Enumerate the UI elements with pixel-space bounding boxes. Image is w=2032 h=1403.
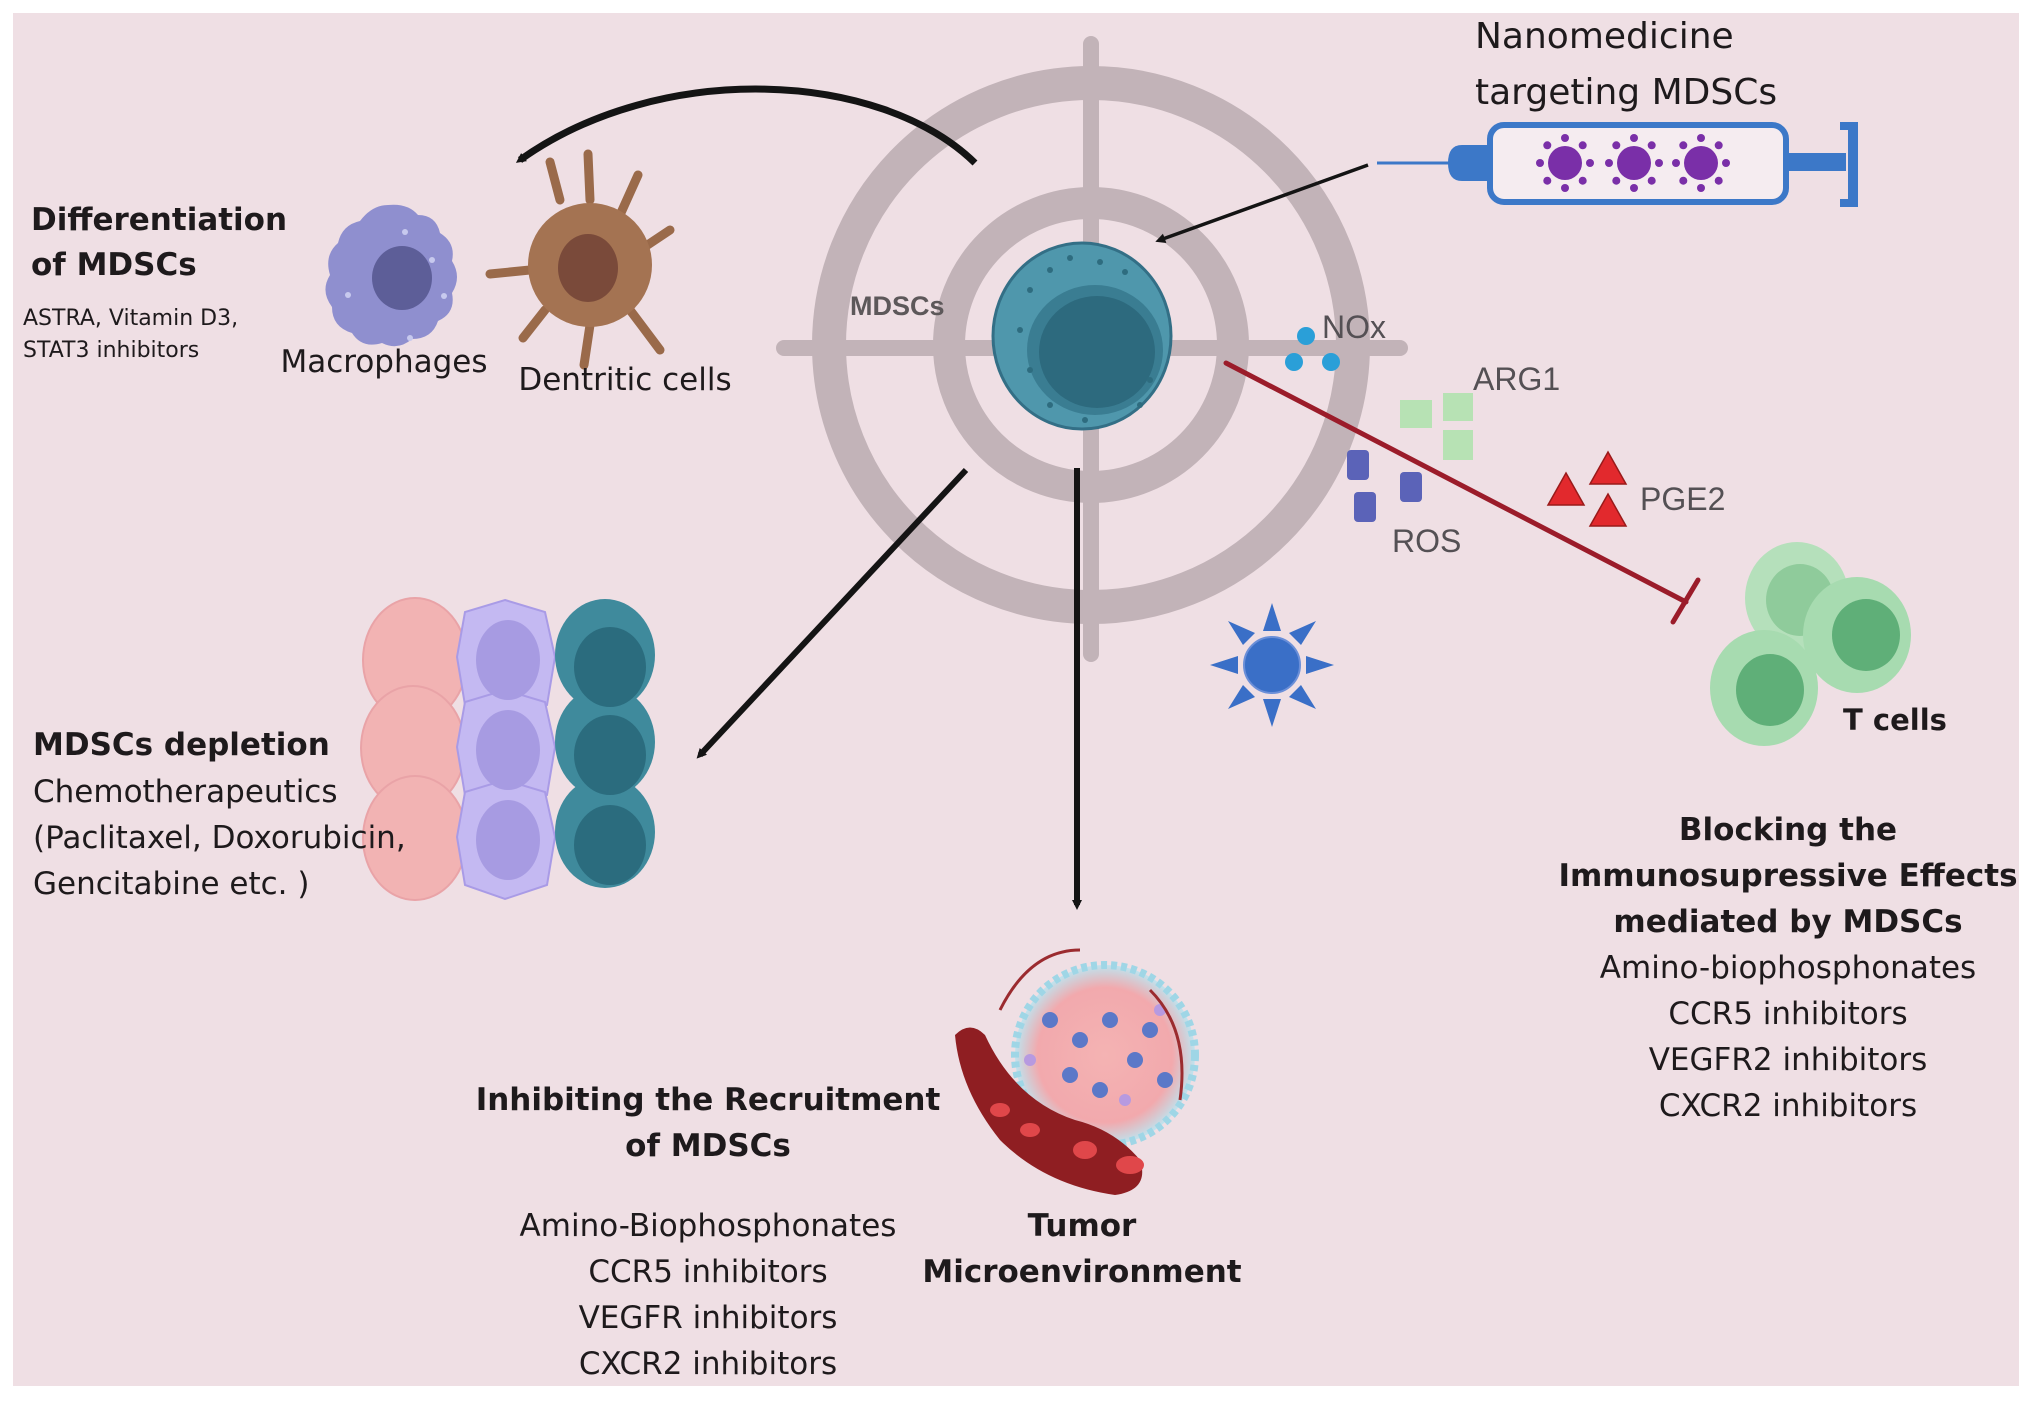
ros-label: ROS	[1392, 523, 1461, 559]
differentiation-title-line1: Differentiation	[31, 202, 287, 238]
pge2-molecules-icon	[1546, 450, 1628, 527]
nanoparticle-icon	[1605, 134, 1663, 192]
dendritic-cells-label: Dentritic cells	[518, 362, 731, 398]
macrophage-icon	[325, 204, 457, 347]
nox-molecules-icon	[1285, 327, 1340, 371]
pge2-label: PGE2	[1640, 481, 1725, 517]
mdsc-cell-icon	[991, 241, 1173, 431]
depletion-line: Chemotherapeutics	[33, 774, 338, 810]
blocking-agent: CXCR2 inhibitors	[1659, 1088, 1917, 1124]
ros-molecules-icon	[1347, 450, 1422, 522]
depletion-arrow	[696, 467, 969, 759]
activated-cell-icon	[1210, 603, 1334, 727]
tumor-label-line2: Microenvironment	[922, 1254, 1241, 1290]
tumor-microenvironment-icon	[955, 948, 1199, 1195]
depleted-cells-icon	[360, 597, 655, 901]
blocking-agent: VEGFR2 inhibitors	[1649, 1042, 1928, 1078]
depletion-title: MDSCs depletion	[33, 727, 330, 763]
recruitment-title-line1: Inhibiting the Recruitment	[476, 1082, 941, 1118]
arg1-molecules-icon	[1400, 393, 1473, 460]
depletion-line: Gencitabine etc. )	[33, 866, 310, 902]
nanoparticle-icon	[1536, 134, 1594, 192]
recruitment-agent: CXCR2 inhibitors	[579, 1346, 837, 1382]
differentiation-agents-line2: STAT3 inhibitors	[23, 338, 199, 363]
differentiation-agents-line1: ASTRA, Vitamin D3,	[23, 306, 238, 331]
macrophages-label: Macrophages	[280, 344, 487, 380]
nanoparticles	[1536, 134, 1730, 192]
nanomedicine-title-line2: targeting MDSCs	[1475, 72, 1777, 113]
recruitment-agent: VEGFR inhibitors	[579, 1300, 838, 1336]
differentiation-title-line2: of MDSCs	[31, 247, 197, 283]
blocking-title-line: Blocking the	[1679, 812, 1897, 848]
blocking-agent: Amino-biophosphonates	[1600, 950, 1976, 986]
nanomedicine-title-line1: Nanomedicine	[1475, 16, 1734, 57]
tumor-label-line1: Tumor	[1028, 1208, 1137, 1244]
nanoparticle-icon	[1672, 134, 1730, 192]
nanomedicine-arrow	[1155, 163, 1369, 244]
dendritic-cell-icon	[485, 149, 675, 370]
t-cells-label: T cells	[1843, 703, 1947, 737]
depletion-line: (Paclitaxel, Doxorubicin,	[33, 820, 406, 856]
recruitment-agent: Amino-Biophosphonates	[520, 1208, 897, 1244]
mdsc-label: MDSCs	[850, 291, 945, 321]
differentiation-curved-arrow	[515, 85, 978, 166]
nox-label: NOx	[1322, 309, 1386, 345]
blocking-title-line: mediated by MDSCs	[1613, 904, 1962, 940]
recruitment-agent: CCR5 inhibitors	[588, 1254, 827, 1290]
blocking-agent: CCR5 inhibitors	[1668, 996, 1907, 1032]
inhibition-line	[1223, 360, 1701, 625]
arg1-label: ARG1	[1473, 361, 1560, 397]
blocking-title-line: Immunosupressive Effects	[1558, 858, 2017, 894]
t-cells-icon	[1710, 542, 1911, 746]
recruitment-title-line2: of MDSCs	[625, 1128, 791, 1164]
